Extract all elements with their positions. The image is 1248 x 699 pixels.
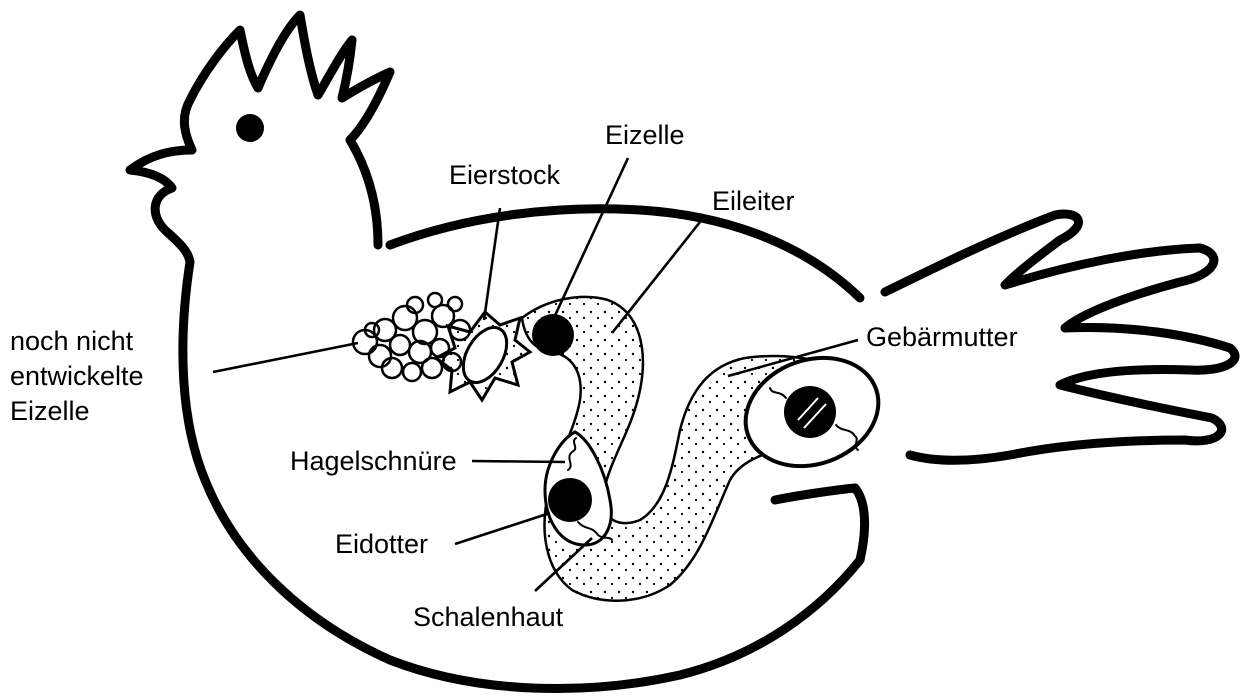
label-gebaermutter: Gebärmutter xyxy=(866,322,1018,352)
label-schalenhaut: Schalenhaut xyxy=(413,602,564,632)
label-hagelschnuere: Hagelschnüre xyxy=(290,446,457,476)
label-unentwickelt-line3: Eizelle xyxy=(10,396,90,426)
eye xyxy=(236,114,264,142)
yolk xyxy=(548,478,592,522)
comb xyxy=(190,15,390,140)
label-eileiter: Eileiter xyxy=(712,186,795,216)
ovary xyxy=(436,312,530,400)
label-eizelle: Eizelle xyxy=(605,120,685,150)
hen-outline xyxy=(130,15,1235,689)
back-outline xyxy=(390,209,860,298)
uterus-yolk xyxy=(784,386,836,438)
label-eidotter: Eidotter xyxy=(335,529,428,559)
label-unentwickelt-line1: noch nicht xyxy=(10,326,134,356)
beak xyxy=(130,100,192,262)
label-unentwickelt-line2: entwickelte xyxy=(10,361,144,391)
label-eierstock: Eierstock xyxy=(449,160,561,190)
neck xyxy=(350,140,378,245)
